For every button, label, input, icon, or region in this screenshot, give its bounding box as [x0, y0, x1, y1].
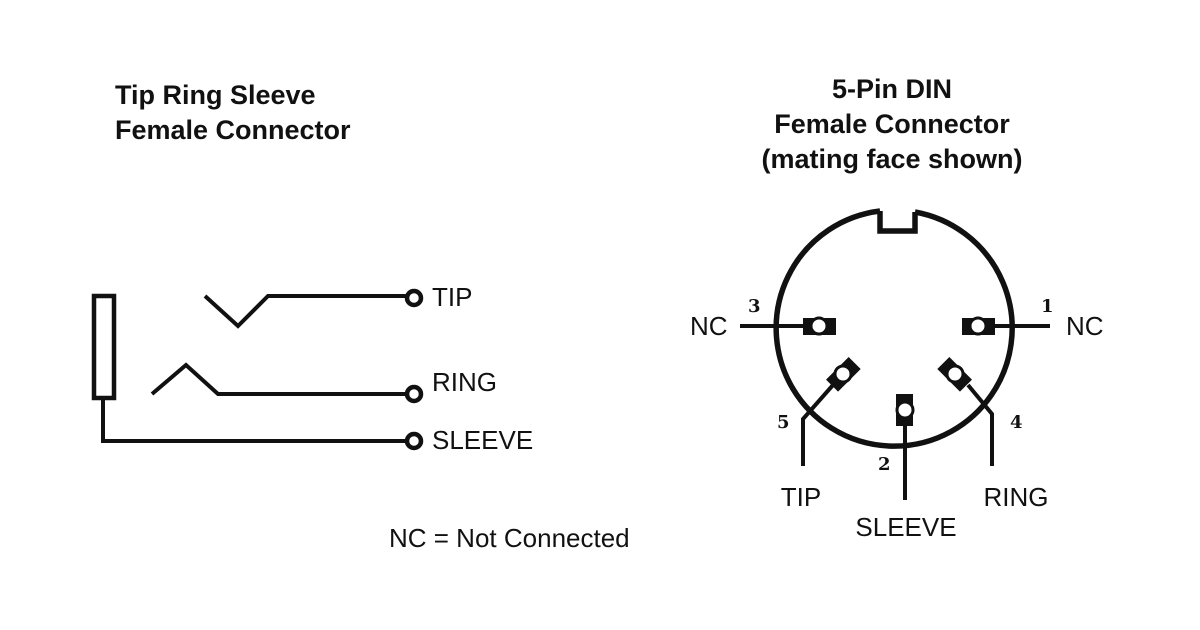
trs-sleeve-terminal [404, 431, 424, 451]
trs-tip-label: TIP [432, 282, 472, 312]
din-pin-1-label: NC [1066, 311, 1104, 341]
trs-ring-label: RING [432, 367, 497, 397]
din-pin-2-number: 2 [878, 454, 891, 475]
din-connector: 5-Pin DIN Female Connector (mating face … [690, 74, 1104, 542]
trs-tip-terminal [404, 288, 424, 308]
din-pin-4: 4 RING [937, 357, 1049, 512]
din-pin-1: 1 NC [962, 296, 1104, 341]
trs-ring-contact [150, 362, 408, 396]
trs-sleeve-label: SLEEVE [432, 425, 533, 455]
din-pin-2-label: SLEEVE [855, 512, 956, 542]
legend-note: NC = Not Connected [389, 523, 630, 553]
trs-title-line2: Female Connector [115, 115, 351, 145]
trs-tip-contact [203, 294, 408, 329]
din-pin-5-label: TIP [781, 482, 821, 512]
din-title-line1: 5-Pin DIN [832, 74, 952, 104]
din-pin-2: 2 SLEEVE [855, 394, 957, 542]
din-title-line2: Female Connector [774, 109, 1010, 139]
din-pin-5: 5 TIP [777, 357, 861, 512]
din-key-notch [877, 211, 918, 234]
trs-connector: Tip Ring Sleeve Female Connector TIP RIN… [91, 80, 533, 455]
trs-title-line1: Tip Ring Sleeve [115, 80, 316, 110]
din-pin-3-label: NC [690, 311, 728, 341]
din-pin-4-label: RING [984, 482, 1049, 512]
din-pin-3: 3 NC [690, 296, 836, 341]
trs-sleeve-wire [101, 398, 408, 443]
din-housing [773, 208, 1015, 449]
trs-ring-terminal [404, 384, 424, 404]
din-pin-5-number: 5 [777, 412, 790, 433]
din-title-line3: (mating face shown) [761, 144, 1022, 174]
din-pin-1-number: 1 [1041, 296, 1054, 317]
din-pin-4-number: 4 [1010, 412, 1023, 433]
trs-sleeve-body [91, 293, 117, 401]
din-pin-3-number: 3 [748, 296, 761, 317]
